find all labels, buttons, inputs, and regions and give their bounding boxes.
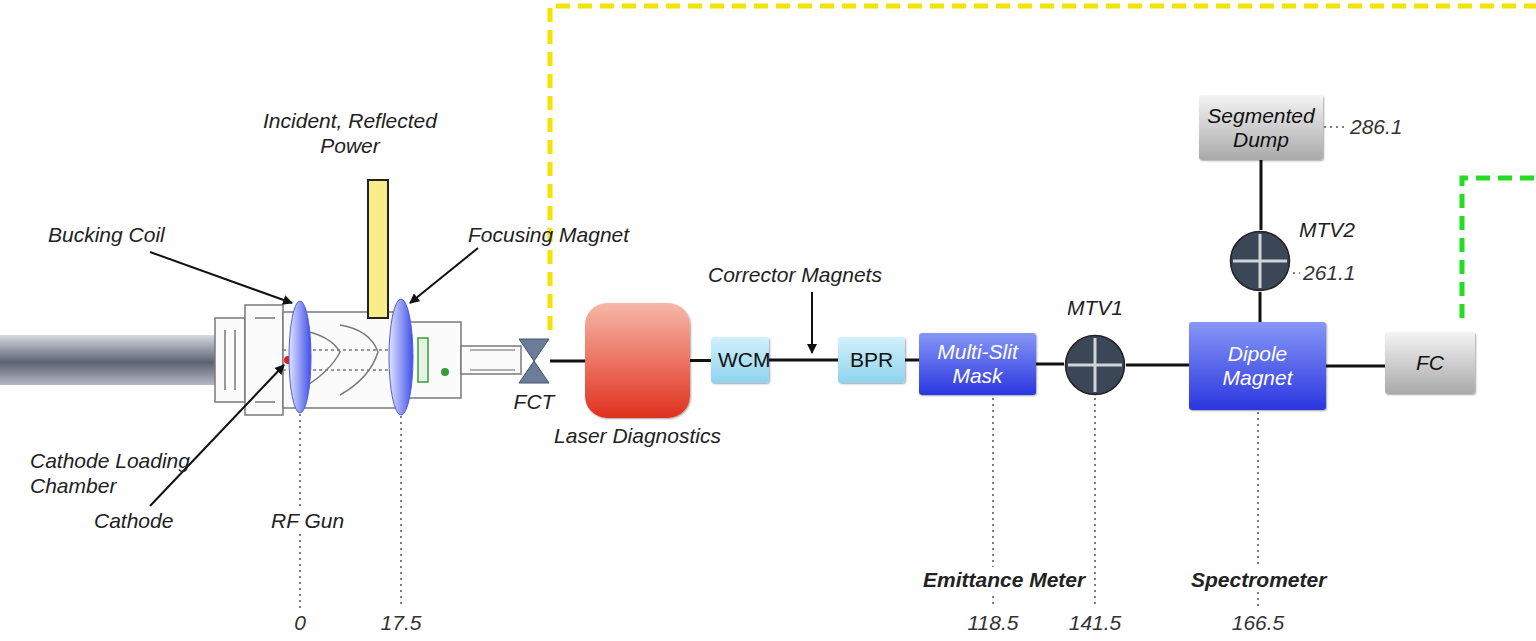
position-leaders xyxy=(300,127,1346,608)
screen-monitor-shape xyxy=(1229,230,1291,292)
beam-pipe xyxy=(1326,365,1385,368)
position-number: 0 xyxy=(270,610,330,635)
part-label: Bucking Coil xyxy=(48,222,198,247)
current-transformer-shape xyxy=(518,338,550,384)
beam-pipe xyxy=(1259,292,1262,322)
part-label: Focusing Magnet xyxy=(468,222,658,247)
loading-chamber xyxy=(0,335,216,385)
beam-pipe xyxy=(550,360,585,363)
leader-lines xyxy=(150,248,812,506)
part-label: Incident, Reflected Power xyxy=(250,108,450,158)
beam-pipe xyxy=(1260,160,1263,230)
mask-box: Multi-Slit Mask xyxy=(919,333,1036,395)
node-label: BPR xyxy=(850,348,893,372)
screen-monitor: MTV1 xyxy=(1064,334,1126,396)
screen-monitor: MTV2 xyxy=(1229,230,1291,292)
part-label: Cathode xyxy=(94,508,194,533)
node-label: Segmented Dump xyxy=(1206,104,1316,152)
position-number: 118.5 xyxy=(958,610,1028,635)
part-label: Corrector Magnets xyxy=(708,262,918,287)
node-label: MTV2 xyxy=(1299,218,1355,242)
cup-box: FC xyxy=(1385,332,1475,394)
node-label: FC xyxy=(1416,351,1444,375)
magnet-box: Dipole Magnet xyxy=(1189,322,1326,410)
node-label: Multi-Slit Mask xyxy=(926,340,1029,388)
node-label: WCM xyxy=(718,348,762,372)
beam-pipe xyxy=(1036,363,1064,366)
node-label: MTV1 xyxy=(1067,296,1123,320)
position-number: 261.1 xyxy=(1303,260,1373,285)
focusing-magnet xyxy=(389,299,413,415)
screen-monitor-shape xyxy=(1064,334,1126,396)
part-label: Emittance Meter xyxy=(920,567,1088,592)
beam-pipe xyxy=(905,359,919,362)
laser-diagnostics-box: Laser Diagnostics xyxy=(585,303,690,418)
current-transformer: FCT xyxy=(518,338,550,384)
region-boundary xyxy=(1462,178,1536,318)
node-label: FCT xyxy=(514,390,555,414)
beam-pipe xyxy=(1126,364,1189,367)
position-number: 141.5 xyxy=(1060,610,1130,635)
part-label: Cathode Loading Chamber xyxy=(30,448,220,498)
rf-gun-drawing xyxy=(215,305,521,415)
dump-box: Segmented Dump xyxy=(1199,95,1323,160)
waveguide xyxy=(368,180,388,318)
region-boundary xyxy=(550,6,1536,330)
position-number: 17.5 xyxy=(366,610,436,635)
monitor-box: WCM xyxy=(711,337,769,383)
position-number: 286.1 xyxy=(1350,114,1420,139)
node-label: Laser Diagnostics xyxy=(554,424,721,448)
part-label: RF Gun xyxy=(268,508,347,533)
beam-pipe xyxy=(769,359,838,362)
node-label: Dipole Magnet xyxy=(1196,342,1319,390)
beam-pipe xyxy=(690,359,711,362)
position-number: 166.5 xyxy=(1223,610,1293,635)
part-label: Spectrometer xyxy=(1188,567,1329,592)
bucking-coil xyxy=(289,301,311,413)
monitor-box: BPR xyxy=(838,337,905,383)
